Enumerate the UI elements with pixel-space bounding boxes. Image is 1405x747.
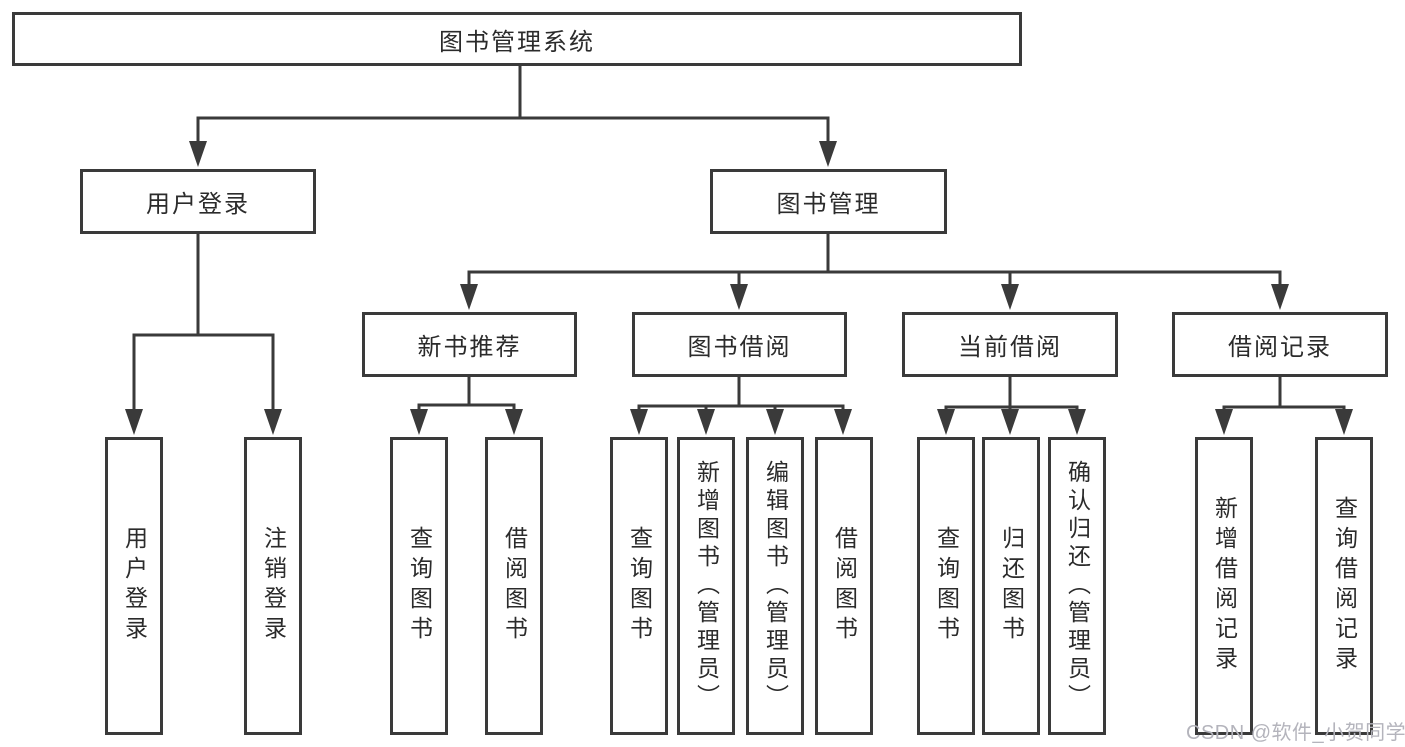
- node-new-book-recommend: 新书推荐: [362, 312, 577, 377]
- leaf-user-login: 用户登录: [105, 437, 163, 735]
- arrowheads: [125, 141, 1353, 435]
- leaf-add-borrow-record: 新增借阅记录: [1195, 437, 1253, 735]
- node-user-login: 用户登录: [80, 169, 316, 234]
- connector-borrow-records-to-children: [1222, 375, 1346, 420]
- connector-book-borrow-to-children: [637, 375, 845, 420]
- leaf-borrow-books-recommend: 借阅图书: [485, 437, 543, 735]
- leaf-borrow-books: 借阅图书: [815, 437, 873, 735]
- connector-new-book-to-children: [417, 375, 516, 420]
- node-current-borrow: 当前借阅: [902, 312, 1118, 377]
- leaf-query-books-recommend: 查询图书: [390, 437, 448, 735]
- leaf-query-borrow-record: 查询借阅记录: [1315, 437, 1373, 735]
- leaf-return-book: 归还图书: [982, 437, 1040, 735]
- leaf-query-books-current: 查询图书: [917, 437, 975, 735]
- leaf-logout: 注销登录: [244, 437, 302, 735]
- connector-book-management-to-level3: [467, 232, 1282, 298]
- leaf-edit-book-admin: 编辑图书（管理员）: [746, 437, 804, 735]
- leaf-add-book-admin: 新增图书（管理员）: [677, 437, 735, 735]
- connector-user-login-to-children: [132, 232, 275, 420]
- leaf-confirm-return-admin: 确认归还（管理员）: [1048, 437, 1106, 735]
- node-book-borrow: 图书借阅: [632, 312, 847, 377]
- connector-root-to-level2: [196, 64, 830, 152]
- node-root-system: 图书管理系统: [12, 12, 1022, 66]
- csdn-watermark: CSDN @软件_小贺同学: [1186, 722, 1405, 744]
- leaf-query-books-borrow: 查询图书: [610, 437, 668, 735]
- node-book-management: 图书管理: [710, 169, 947, 234]
- node-borrow-records: 借阅记录: [1172, 312, 1388, 377]
